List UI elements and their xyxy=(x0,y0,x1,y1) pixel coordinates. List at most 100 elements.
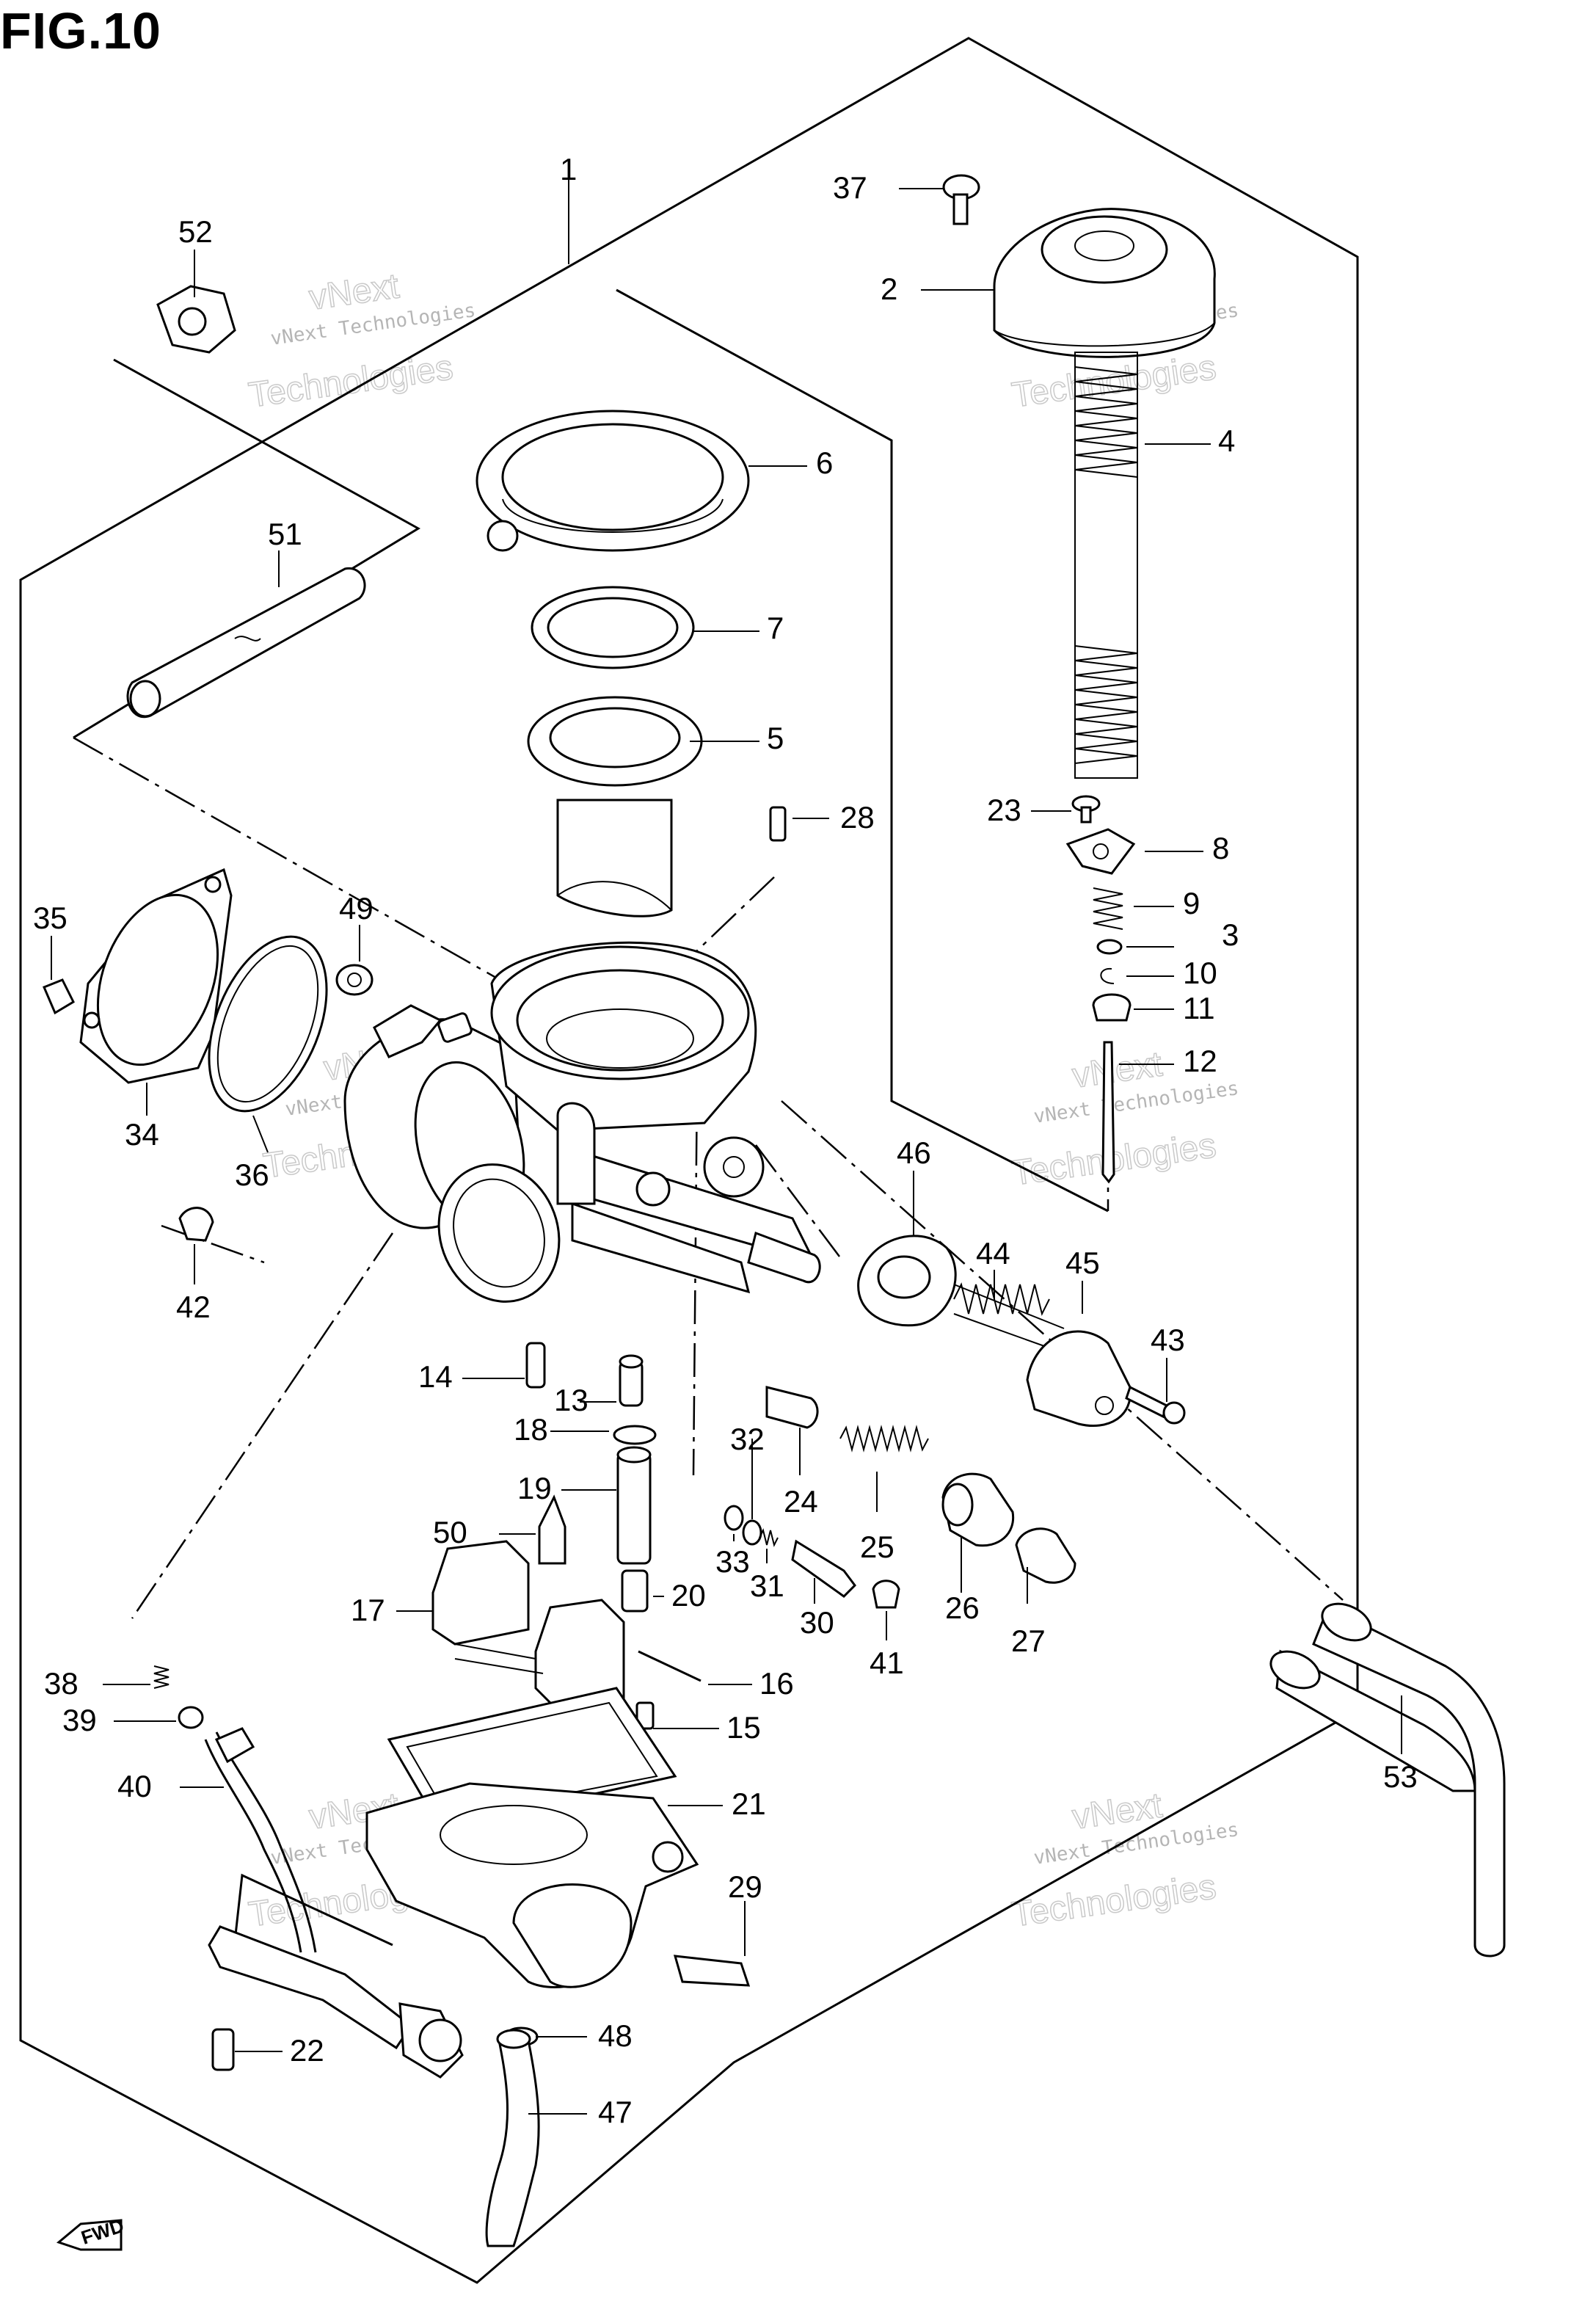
callout-33: 33 xyxy=(715,1544,750,1579)
watermark-text: Technologies xyxy=(247,348,456,415)
part-spring-38 xyxy=(153,1665,170,1689)
part-oring-18 xyxy=(613,1425,657,1445)
callout-51: 51 xyxy=(268,517,302,551)
part-spring-9 xyxy=(1093,887,1123,930)
watermark-text: vNext xyxy=(1070,1786,1165,1837)
part-accelerator-cover-45 xyxy=(1026,1330,1132,1428)
part-bracket xyxy=(208,1925,413,2050)
callout-35: 35 xyxy=(33,901,68,935)
part-jet-13 xyxy=(619,1354,644,1407)
callout-21: 21 xyxy=(732,1786,766,1821)
part-piston-valve-5 xyxy=(527,696,703,917)
callout-labels: 1 2 3 4 5 6 7 8 9 10 11 12 13 14 15 16 1… xyxy=(33,152,1418,2129)
watermark-text: Technologies xyxy=(1010,1867,1219,1934)
callout-24: 24 xyxy=(784,1484,818,1519)
callout-8: 8 xyxy=(1212,831,1229,865)
callout-47: 47 xyxy=(598,2095,633,2129)
callout-13: 13 xyxy=(554,1383,589,1417)
part-seal-ring-7 xyxy=(531,586,695,669)
part-nut-49 xyxy=(335,964,374,996)
callout-15: 15 xyxy=(726,1710,761,1745)
part-overflow-hose-53 xyxy=(1269,1602,1506,1957)
callout-18: 18 xyxy=(514,1412,548,1447)
callout-45: 45 xyxy=(1065,1246,1100,1280)
part-carburetor-body-1 xyxy=(343,941,821,1303)
bracket-line-top xyxy=(73,358,420,739)
callout-2: 2 xyxy=(881,272,897,306)
callout-31: 31 xyxy=(750,1568,784,1603)
part-plunger-24 xyxy=(765,1386,819,1429)
part-oring-36 xyxy=(208,935,328,1113)
part-top-cap-6 xyxy=(475,410,750,552)
callout-27: 27 xyxy=(1011,1624,1046,1658)
callout-16: 16 xyxy=(759,1666,794,1701)
callout-28: 28 xyxy=(840,800,875,835)
part-screw-28 xyxy=(769,806,787,842)
callout-20: 20 xyxy=(671,1578,706,1613)
part-pilot-jet-50 xyxy=(538,1494,566,1565)
watermark-text: vNext xyxy=(307,266,401,318)
part-plate-8 xyxy=(1065,828,1136,875)
bracket-line-main xyxy=(616,288,1109,1213)
part-clip-10 xyxy=(1100,967,1115,984)
part-main-jet-20 xyxy=(621,1569,649,1613)
callout-53: 53 xyxy=(1383,1759,1418,1794)
part-air-screw-30 xyxy=(791,1539,856,1598)
callout-43: 43 xyxy=(1151,1323,1185,1357)
alignment-lines xyxy=(73,736,1344,1619)
callout-34: 34 xyxy=(125,1117,159,1152)
callout-22: 22 xyxy=(290,2033,324,2068)
callout-50: 50 xyxy=(433,1515,467,1549)
part-screw-43 xyxy=(1125,1385,1186,1425)
part-float-pin-16 xyxy=(638,1650,702,1682)
callout-6: 6 xyxy=(816,446,833,480)
part-needle-jet-19 xyxy=(616,1446,652,1565)
callout-25: 25 xyxy=(860,1530,894,1564)
callout-40: 40 xyxy=(117,1769,152,1803)
callout-14: 14 xyxy=(418,1359,453,1394)
callout-3: 3 xyxy=(1222,917,1239,952)
callout-48: 48 xyxy=(598,2018,633,2053)
callout-11: 11 xyxy=(1183,991,1215,1025)
part-starter-nut-26 xyxy=(941,1472,1015,1547)
part-gasket-plate-34 xyxy=(79,868,233,1084)
part-screw-22 xyxy=(211,2028,235,2071)
callout-49: 49 xyxy=(339,891,374,926)
part-float-bowl-21 xyxy=(365,1687,699,1988)
callout-37: 37 xyxy=(833,170,867,205)
part-spring-44 xyxy=(953,1282,1065,1351)
part-washer-3 xyxy=(1096,939,1123,955)
part-top-cover-2 xyxy=(993,208,1216,358)
callout-7: 7 xyxy=(767,611,784,645)
part-screw-37 xyxy=(942,174,980,225)
callout-30: 30 xyxy=(800,1605,834,1640)
callout-39: 39 xyxy=(62,1703,97,1737)
callout-29: 29 xyxy=(728,1869,762,1904)
callout-41: 41 xyxy=(870,1646,904,1680)
part-screw-15 xyxy=(635,1701,655,1730)
callout-10: 10 xyxy=(1183,956,1217,990)
part-float-17 xyxy=(431,1540,625,1712)
callout-1: 1 xyxy=(560,152,577,186)
fwd-badge: FWD xyxy=(56,2214,126,2251)
callout-44: 44 xyxy=(976,1236,1010,1270)
callout-26: 26 xyxy=(945,1591,980,1625)
part-spring-31 xyxy=(759,1528,779,1547)
part-cap-41 xyxy=(872,1579,900,1609)
part-cap-27 xyxy=(1015,1527,1076,1584)
assembly-outline xyxy=(19,37,1359,2284)
part-drain-hose-47 xyxy=(485,2029,540,2247)
callout-4: 4 xyxy=(1218,423,1235,458)
callout-36: 36 xyxy=(235,1157,269,1192)
part-jet-14 xyxy=(525,1342,546,1389)
part-breather-tube-51 xyxy=(126,567,366,719)
part-screw-23 xyxy=(1071,795,1101,824)
callout-32: 32 xyxy=(730,1422,765,1456)
part-diaphragm-plate-46 xyxy=(857,1235,957,1327)
callout-17: 17 xyxy=(351,1593,385,1627)
callout-23: 23 xyxy=(987,793,1021,827)
figure-title: FIG.10 xyxy=(0,2,161,59)
part-jet-needle-12 xyxy=(1101,1041,1115,1184)
part-screw-29 xyxy=(673,1955,751,1987)
